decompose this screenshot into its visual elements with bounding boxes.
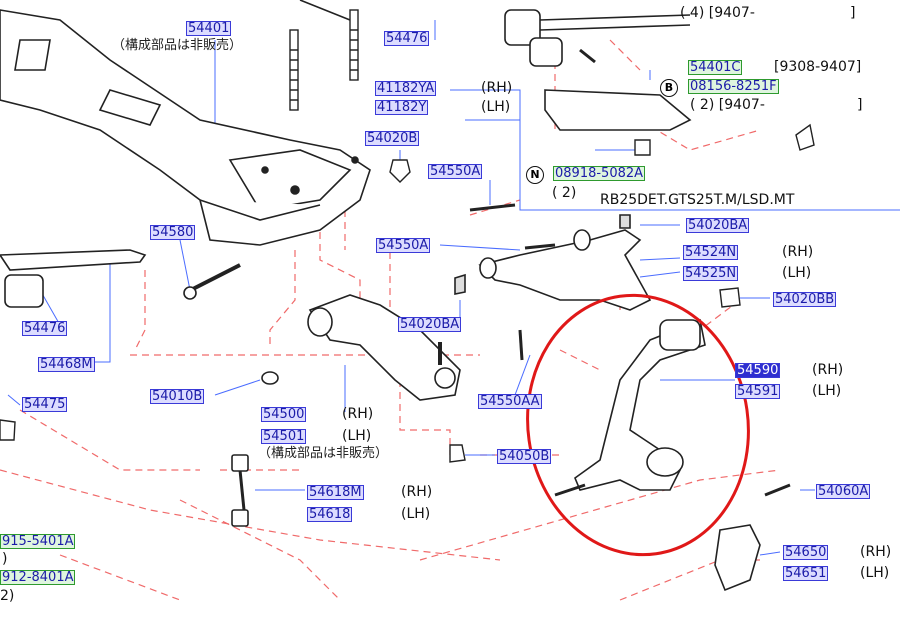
- qty-fragment: 2): [0, 588, 15, 604]
- part-54020B[interactable]: 54020B: [365, 131, 420, 146]
- part-54550A-1[interactable]: 54550A: [428, 164, 483, 179]
- not-sold-note-2: （構成部品は非販売）: [258, 446, 389, 461]
- part-912-8401A[interactable]: 912-8401A: [0, 570, 76, 585]
- marker-b: B: [660, 79, 678, 97]
- part-54525N[interactable]: 54525N: [683, 266, 739, 281]
- marker-b-icon: B: [660, 78, 678, 97]
- part-54580[interactable]: 54580: [150, 225, 196, 240]
- part-54651[interactable]: 54651: [783, 566, 829, 581]
- small-fasteners: [0, 123, 815, 463]
- lower-arm-54500: [261, 294, 461, 401]
- part-54401C[interactable]: 54401C: [688, 60, 743, 75]
- not-sold-note: （構成部品は非販売）: [112, 38, 243, 53]
- upper-link-left: [0, 249, 241, 308]
- crossmember: [0, 0, 371, 246]
- part-54020BB[interactable]: 54020BB: [773, 292, 837, 307]
- paren-fragment: ): [2, 551, 8, 567]
- lower-control-arm-54590: [554, 318, 706, 497]
- part-54468M[interactable]: 54468M: [38, 357, 95, 372]
- lh-54501: (LH): [342, 428, 372, 444]
- part-54050B[interactable]: 54050B: [497, 449, 552, 464]
- rh-54650: (RH): [860, 544, 892, 560]
- upper-arm-54524N: [454, 214, 652, 311]
- qty-4-range: ( 4) [9407-: [680, 5, 755, 21]
- qty-2-range: ( 2) [9407-: [690, 97, 765, 113]
- part-54501[interactable]: 54501: [261, 429, 307, 444]
- lh-54591: (LH): [812, 383, 842, 399]
- studs: [289, 9, 359, 111]
- engine-note: RB25DET.GTS25T.M/LSD.MT: [600, 192, 795, 208]
- part-54500[interactable]: 54500: [261, 407, 307, 422]
- part-54401[interactable]: 54401: [186, 21, 232, 36]
- bracket-54650: [714, 483, 791, 592]
- part-54476-top[interactable]: 54476: [384, 31, 430, 46]
- lh-54651: (LH): [860, 565, 890, 581]
- part-54524N[interactable]: 54524N: [683, 245, 739, 260]
- part-54550AA[interactable]: 54550AA: [478, 394, 542, 409]
- part-54060A[interactable]: 54060A: [816, 484, 871, 499]
- rh-54590: (RH): [812, 362, 844, 378]
- part-54475[interactable]: 54475: [22, 397, 68, 412]
- part-54020BA-2[interactable]: 54020BA: [398, 317, 462, 332]
- qty-2-n: ( 2): [552, 185, 577, 201]
- part-54591[interactable]: 54591: [735, 384, 781, 399]
- part-54650[interactable]: 54650: [783, 545, 829, 560]
- bracket-close-2: ]: [857, 97, 863, 113]
- part-54618M[interactable]: 54618M: [307, 485, 364, 500]
- part-54590[interactable]: 54590: [735, 363, 781, 378]
- part-54476-left[interactable]: 54476: [22, 321, 68, 336]
- part-54010B[interactable]: 54010B: [150, 389, 205, 404]
- part-41182YA[interactable]: 41182YA: [375, 81, 437, 96]
- lh-54618: (LH): [401, 506, 431, 522]
- part-54550A-2[interactable]: 54550A: [376, 238, 431, 253]
- lh-41182Y: (LH): [481, 99, 511, 115]
- part-915-5401A[interactable]: 915-5401A: [0, 534, 76, 549]
- range-9308-9407: [9308-9407]: [774, 59, 862, 75]
- rh-54618M: (RH): [401, 484, 433, 500]
- rh-54524N: (RH): [782, 244, 814, 260]
- lh-54525N: (LH): [782, 265, 812, 281]
- stabilizer-link: [231, 454, 249, 527]
- bushing-assembly-top: [504, 9, 692, 131]
- highlight-circle: [526, 293, 750, 557]
- part-54618[interactable]: 54618: [307, 507, 353, 522]
- part-54020BA-1[interactable]: 54020BA: [686, 218, 750, 233]
- bracket-close: ]: [850, 5, 856, 21]
- rh-54500: (RH): [342, 406, 374, 422]
- rh-41182YA: (RH): [481, 80, 513, 96]
- part-08918-5082A[interactable]: 08918-5082A: [553, 166, 646, 181]
- part-41182Y[interactable]: 41182Y: [375, 100, 429, 115]
- part-08156-8251F[interactable]: 08156-8251F: [688, 79, 779, 94]
- marker-n: N: [526, 166, 544, 184]
- marker-n-icon: N: [526, 165, 544, 184]
